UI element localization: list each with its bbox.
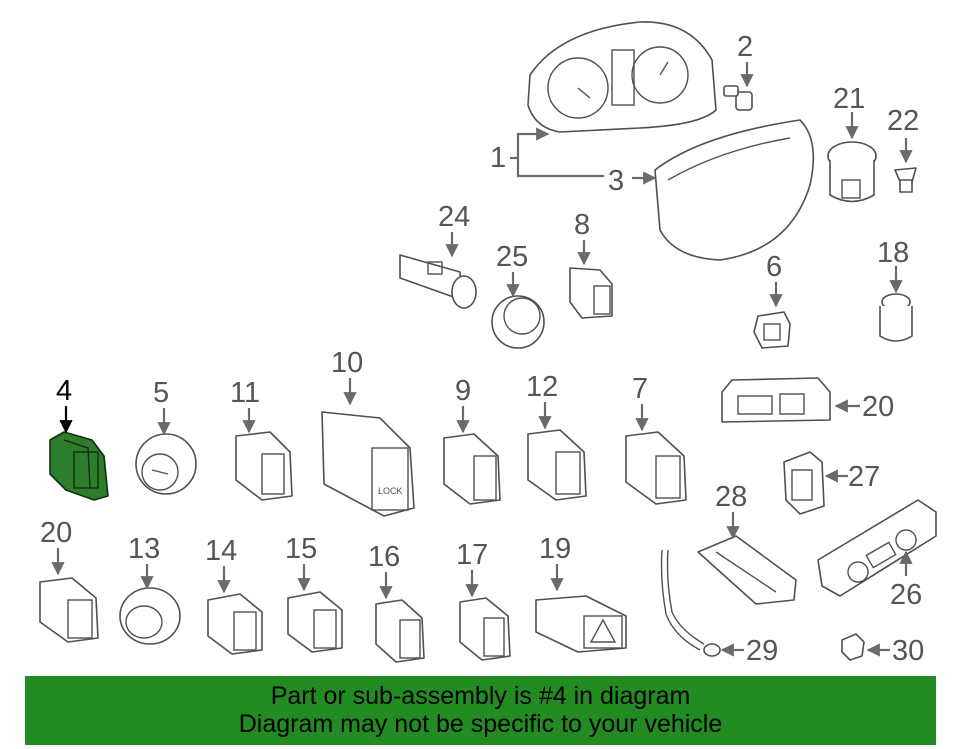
callout-24: 24 — [438, 201, 470, 233]
callout-13: 13 — [128, 533, 160, 565]
part-5-knob[interactable] — [135, 433, 197, 495]
part-16-switch[interactable] — [375, 599, 425, 663]
callout-28: 28 — [715, 481, 747, 513]
callout-6: 6 — [766, 251, 782, 283]
callout-7: 7 — [632, 373, 648, 405]
part-24-socket[interactable] — [399, 254, 477, 309]
callout-1: 1 — [490, 142, 506, 174]
callout-2: 2 — [737, 31, 753, 63]
part-1-instrument-cluster[interactable] — [527, 21, 717, 133]
part-23-clip[interactable] — [894, 167, 917, 193]
callout-12: 12 — [526, 371, 558, 403]
part-22-knob[interactable] — [827, 141, 877, 203]
callout-27: 27 — [848, 461, 880, 493]
part-10-switch[interactable]: LOCK — [321, 411, 415, 517]
callout-26: 26 — [890, 579, 922, 611]
leader-1b — [516, 158, 604, 178]
part-27-module[interactable] — [783, 451, 825, 515]
svg-text:LOCK: LOCK — [378, 486, 403, 496]
part-29-sensor-tube[interactable] — [660, 549, 721, 657]
part-6-sensor[interactable] — [753, 311, 791, 349]
part-7-switch[interactable] — [625, 431, 687, 505]
part-11-switch[interactable] — [235, 431, 293, 501]
callout-29: 29 — [746, 635, 778, 667]
part-28-board[interactable] — [697, 535, 797, 605]
callout-16: 16 — [368, 541, 400, 573]
callout-23: 22 — [887, 105, 919, 137]
banner-line-2: Diagram may not be specific to your vehi… — [238, 710, 723, 738]
callout-21: 20 — [862, 391, 894, 423]
part-21-panel[interactable] — [721, 377, 831, 423]
callout-9: 9 — [455, 375, 471, 407]
callout-30: 30 — [892, 635, 924, 667]
part-13-knob[interactable] — [119, 587, 181, 645]
callout-5: 5 — [153, 377, 169, 409]
callout-17: 17 — [456, 539, 488, 571]
part-17-switch[interactable] — [459, 597, 511, 661]
callout-15: 15 — [285, 533, 317, 565]
part-12-switch[interactable] — [527, 429, 587, 501]
banner-line-1: Part or sub-assembly is #4 in diagram — [270, 682, 691, 710]
part-8-switch[interactable] — [569, 267, 613, 319]
callout-22: 21 — [833, 83, 865, 115]
part-4-switch-highlighted[interactable] — [49, 431, 109, 501]
notice-banner: Part or sub-assembly is #4 in diagram Di… — [25, 676, 936, 745]
callout-4: 4 — [56, 375, 72, 407]
callout-14: 14 — [205, 535, 237, 567]
part-2-screw[interactable] — [723, 85, 753, 111]
part-9-switch[interactable] — [443, 433, 501, 505]
part-15-switch[interactable] — [287, 591, 343, 653]
part-30-clip[interactable] — [841, 633, 865, 661]
part-25-ring[interactable] — [491, 295, 545, 349]
leader-1a — [516, 127, 550, 158]
callout-10: 10 — [331, 347, 363, 379]
part-18-knob[interactable] — [879, 293, 913, 342]
part-3-cluster-lens[interactable] — [654, 119, 815, 261]
part-26-climate-panel[interactable] — [817, 499, 937, 597]
callout-3: 3 — [608, 165, 624, 197]
callout-18: 18 — [877, 237, 909, 269]
callout-25: 25 — [496, 241, 528, 273]
part-19-hazard-switch[interactable] — [535, 595, 627, 653]
callout-11: 11 — [230, 377, 260, 409]
part-20-switch[interactable] — [39, 577, 99, 643]
callout-20: 20 — [40, 517, 72, 549]
callout-8: 8 — [574, 209, 590, 241]
part-14-switch[interactable] — [207, 593, 263, 655]
callout-19: 19 — [539, 533, 571, 565]
